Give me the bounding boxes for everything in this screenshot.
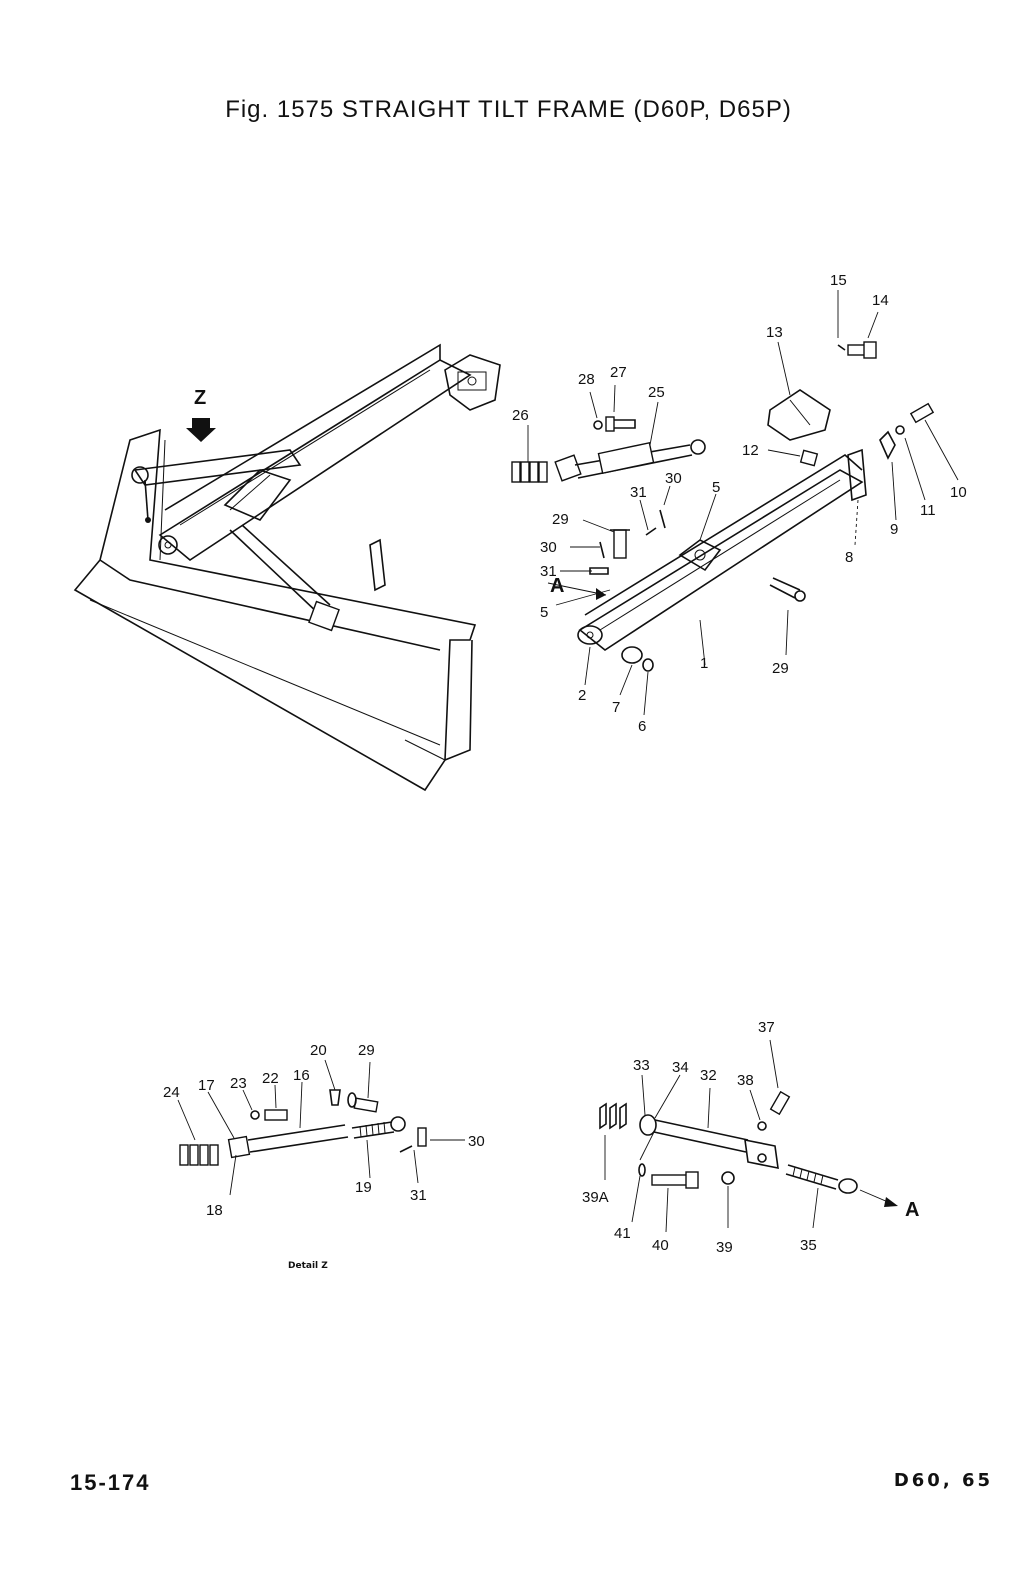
detail-z-caption: Detail Z xyxy=(288,1261,328,1271)
view-a-target-label: A xyxy=(905,1199,919,1221)
figure-title: Fig. 1575 STRAIGHT TILT FRAME (D60P, D65… xyxy=(225,96,792,123)
part-label: 22 xyxy=(262,1070,279,1087)
model-code: D60, 65 xyxy=(893,1470,993,1491)
page-number: 15-174 xyxy=(70,1470,151,1495)
detail-a-labels: 37 33 34 32 38 39A 41 40 39 35 xyxy=(582,1019,817,1256)
part-label: 24 xyxy=(163,1084,180,1101)
shim-stack-26 xyxy=(511,461,548,483)
part-label: 39 xyxy=(716,1239,733,1256)
part-label: 6 xyxy=(638,718,646,735)
part-label: 29 xyxy=(358,1042,375,1059)
view-z-label: Z xyxy=(194,387,206,409)
view-a-label: A xyxy=(550,575,564,597)
part-label: 29 xyxy=(552,511,569,528)
part-label: 14 xyxy=(872,292,889,309)
part-label: 37 xyxy=(758,1019,775,1036)
part-label: 26 xyxy=(512,407,529,424)
part-label: 30 xyxy=(665,470,682,487)
part-label: 9 xyxy=(890,521,898,538)
part-label: 34 xyxy=(672,1059,689,1076)
part-label: 41 xyxy=(614,1225,631,1242)
part-label: 18 xyxy=(206,1202,223,1219)
main-part-labels: 15 14 13 28 27 25 26 12 30 31 5 29 30 31… xyxy=(512,272,967,735)
part-label: 32 xyxy=(700,1067,717,1084)
part-label: 15 xyxy=(830,272,847,289)
tilt-frame-exploded-view: A xyxy=(511,290,959,716)
part-label: 20 xyxy=(310,1042,327,1059)
part-label: 31 xyxy=(410,1187,427,1204)
part-label: 5 xyxy=(540,604,548,621)
part-label: 30 xyxy=(468,1133,485,1150)
part-label: 1 xyxy=(700,655,708,672)
part-label: 27 xyxy=(610,364,627,381)
part-label: 40 xyxy=(652,1237,669,1254)
part-label: 19 xyxy=(355,1179,372,1196)
part-label: 39A xyxy=(582,1189,609,1206)
detail-z-drawing: Detail Z xyxy=(177,1059,465,1271)
part-label: 31 xyxy=(630,484,647,501)
part-label: 35 xyxy=(800,1237,817,1254)
part-label: 16 xyxy=(293,1067,310,1084)
part-label: 8 xyxy=(845,549,853,566)
part-label: 33 xyxy=(633,1057,650,1074)
part-label: 13 xyxy=(766,324,783,341)
part-label: 38 xyxy=(737,1072,754,1089)
part-label: 10 xyxy=(950,484,967,501)
part-label: 30 xyxy=(540,539,557,556)
part-label: 7 xyxy=(612,699,620,716)
part-label: 31 xyxy=(540,563,557,580)
detail-a-drawing: A xyxy=(599,1039,919,1233)
part-label: 11 xyxy=(920,502,936,519)
part-label: 29 xyxy=(772,660,789,677)
part-label: 25 xyxy=(648,384,665,401)
part-label: 5 xyxy=(712,479,720,496)
part-label: 28 xyxy=(578,371,595,388)
part-label: 2 xyxy=(578,687,586,704)
detail-z-labels: 20 29 24 17 23 22 16 18 19 31 30 xyxy=(163,1042,485,1219)
part-label: 23 xyxy=(230,1075,247,1092)
blade-drawing: Z xyxy=(73,343,501,792)
part-label: 12 xyxy=(742,442,759,459)
part-label: 17 xyxy=(198,1077,215,1094)
